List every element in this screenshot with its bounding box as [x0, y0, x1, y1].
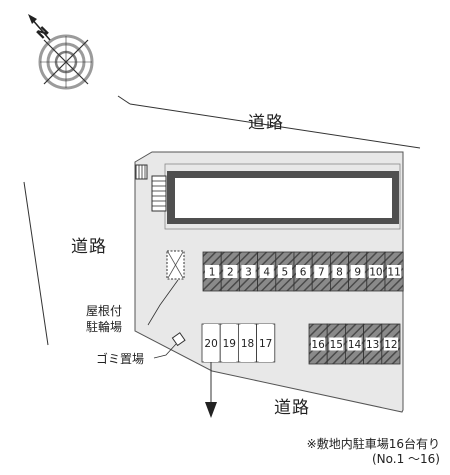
parking-space-5: 5	[275, 251, 295, 292]
parking-space-19: 19	[219, 323, 239, 363]
parking-space-number: 15	[330, 339, 343, 351]
parking-space-number: 17	[259, 338, 272, 350]
garbage-label: ゴミ置場	[96, 352, 145, 366]
parking-space-2: 2	[220, 251, 240, 292]
parking-space-20: 20	[201, 323, 221, 363]
parking-note: ※敷地内駐車場16台有り (No.1 ～16)	[307, 437, 440, 467]
parking-space-number: 18	[241, 338, 254, 350]
parking-space-4: 4	[257, 251, 277, 292]
compass-rose-icon	[28, 14, 94, 90]
parking-space-number: 12	[384, 339, 397, 351]
meter-box-icon	[135, 164, 148, 180]
parking-space-number: 2	[227, 267, 234, 279]
road-top-edge-long	[129, 103, 421, 149]
bicycle-leader-line	[147, 279, 179, 326]
parking-space-number: 20	[204, 338, 217, 350]
parking-space-number: 6	[300, 267, 307, 279]
parking-space-number: 19	[223, 338, 236, 350]
bicycle-parking-label: 屋根付 駐輪場	[86, 303, 122, 335]
parking-note-line2: (No.1 ～16)	[371, 452, 440, 466]
road-label-top: 道路	[248, 113, 284, 133]
parking-space-15: 15	[326, 323, 346, 365]
parking-space-7: 7	[311, 251, 331, 292]
parking-space-6: 6	[293, 251, 313, 292]
parking-space-9: 9	[348, 251, 368, 292]
parking-space-8: 8	[329, 251, 349, 292]
parking-space-18: 18	[237, 323, 257, 363]
parking-space-11: 11	[384, 251, 404, 292]
bicycle-parking-box	[166, 250, 185, 280]
parking-space-number: 8	[336, 267, 343, 279]
parking-space-number: 9	[354, 267, 361, 279]
parking-space-number: 13	[366, 339, 379, 351]
road-label-bottom: 道路	[274, 398, 310, 418]
parking-space-number: 7	[318, 267, 325, 279]
parking-space-17: 17	[256, 323, 276, 363]
road-label-left: 道路	[71, 237, 107, 257]
parking-space-number: 10	[369, 267, 382, 279]
parking-space-number: 1	[209, 267, 216, 279]
garbage-box	[171, 332, 186, 347]
parking-space-1: 1	[202, 251, 222, 292]
parking-space-12: 12	[381, 323, 401, 365]
parking-note-line1: ※敷地内駐車場16台有り	[306, 437, 440, 451]
stairs	[151, 175, 167, 212]
parking-space-number: 4	[263, 267, 270, 279]
garbage-leader-line	[153, 343, 177, 359]
parking-space-number: 14	[348, 339, 362, 351]
parking-space-number: 11	[387, 267, 400, 279]
parking-space-14: 14	[344, 323, 364, 365]
parking-space-13: 13	[363, 323, 383, 365]
building-inner	[175, 178, 392, 218]
parking-space-number: 3	[245, 267, 252, 279]
road-top-edge	[117, 95, 131, 105]
parking-space-16: 16	[308, 323, 328, 365]
parking-space-number: 16	[311, 339, 325, 351]
bicycle-parking-label-line2: 駐輪場	[86, 320, 123, 334]
parking-space-number: 5	[282, 267, 289, 279]
bicycle-parking-label-line1: 屋根付	[86, 304, 123, 318]
entrance-arrow-icon	[205, 402, 217, 418]
parking-space-3: 3	[238, 251, 258, 292]
parking-space-10: 10	[366, 251, 386, 292]
road-left-edge	[23, 181, 49, 346]
